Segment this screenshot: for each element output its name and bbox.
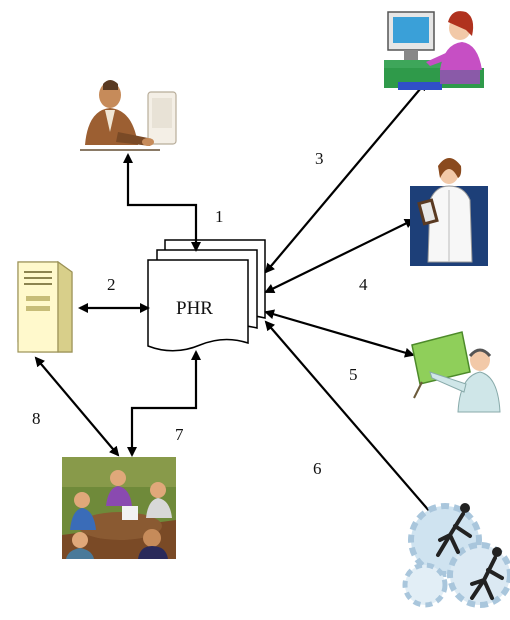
presenter-with-board-icon xyxy=(411,331,501,413)
connection-number-8: 8 xyxy=(32,409,41,428)
connector-1 xyxy=(123,153,201,252)
connector-3 xyxy=(264,80,428,274)
connector-4 xyxy=(264,219,415,293)
connection-number-6: 6 xyxy=(313,459,322,478)
connection-number-5: 5 xyxy=(349,365,358,384)
server-icon xyxy=(17,260,73,353)
woman-at-computer-icon xyxy=(384,11,484,90)
meeting-group-icon xyxy=(62,457,176,559)
running-figures-gears-icon xyxy=(402,503,510,608)
connection-number-2: 2 xyxy=(107,275,116,294)
connector-8 xyxy=(34,356,120,457)
connector-7 xyxy=(127,350,201,457)
office-worker-computer-icon xyxy=(80,80,177,151)
connection-number-7: 7 xyxy=(175,425,184,444)
connectors xyxy=(34,80,439,522)
phr-label: PHR xyxy=(176,298,213,319)
connection-number-3: 3 xyxy=(315,149,324,168)
connection-number-1: 1 xyxy=(215,207,224,226)
nurse-with-clipboard-icon xyxy=(410,158,488,266)
connection-numbers: 1 2 3 4 5 6 7 8 xyxy=(32,149,368,478)
connection-number-4: 4 xyxy=(359,275,368,294)
phr-document-stack: PHR xyxy=(147,239,266,352)
connector-6 xyxy=(264,320,439,522)
